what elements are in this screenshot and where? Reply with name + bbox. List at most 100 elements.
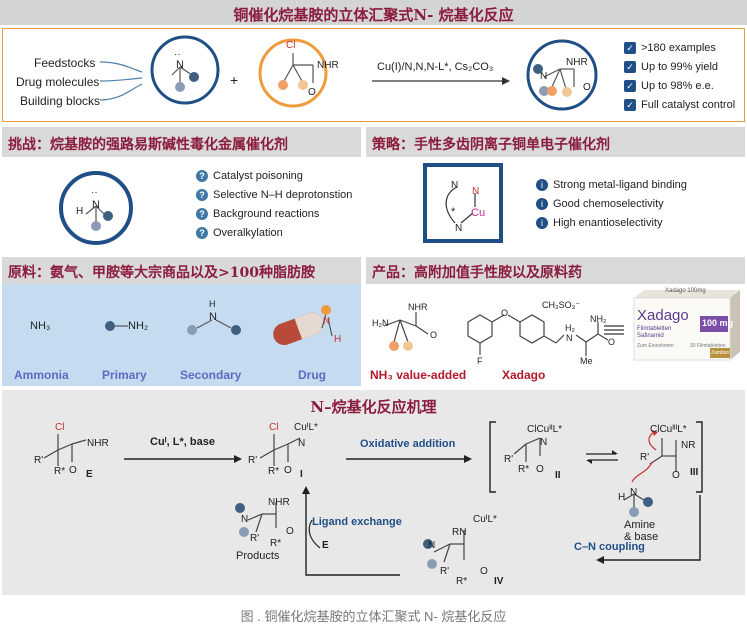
label-secondary: Secondary bbox=[180, 368, 242, 382]
result-yield: ✓Up to 99% yield bbox=[624, 61, 718, 73]
box-sub4: 30 Filmtabletten bbox=[690, 343, 726, 349]
materials-title-bar bbox=[2, 257, 361, 284]
step4-label: C–N coupling bbox=[574, 541, 645, 553]
products-title-bar bbox=[366, 257, 745, 284]
products-label: Products bbox=[236, 550, 280, 562]
label-ammonia: Ammonia bbox=[14, 368, 69, 382]
equivalence-icon bbox=[604, 325, 624, 335]
iv-rn: RN bbox=[452, 527, 467, 538]
secondary-amine-icon bbox=[187, 319, 241, 335]
intermediate-brackets bbox=[489, 421, 703, 493]
catalyst-star: * bbox=[451, 206, 456, 218]
final-product-structure bbox=[235, 502, 277, 537]
products-title: 产品：高附加值手性胺以及原料药 bbox=[372, 265, 582, 281]
question-icon: ? bbox=[196, 227, 208, 239]
e-o: O bbox=[69, 465, 77, 476]
product-n: N bbox=[540, 71, 548, 82]
products-rstar: R* bbox=[270, 538, 282, 549]
primary-amine-icon bbox=[105, 321, 128, 331]
box-sub1: Filmtabletten bbox=[637, 326, 672, 332]
step2-label: Oxidative addition bbox=[360, 438, 456, 450]
result-control: ✓Full catalyst control bbox=[624, 99, 735, 111]
svg-text:H: H bbox=[76, 206, 83, 217]
ii-label: II bbox=[555, 470, 561, 481]
i-nr: N bbox=[298, 438, 306, 449]
amine-reactant-icon: N ·· bbox=[150, 35, 220, 105]
svg-text:··: ·· bbox=[174, 49, 181, 60]
iii-r: R' bbox=[640, 452, 650, 463]
ii-o: O bbox=[536, 464, 544, 475]
products-o: O bbox=[286, 526, 294, 537]
iii-o: O bbox=[672, 470, 680, 481]
figure-caption: 图 . 铜催化烷基胺的立体汇聚式 N- 烷基化反应 bbox=[240, 609, 507, 624]
mechanism-title: N–烷基化反应机理 bbox=[310, 398, 437, 416]
product-nhr: NHR bbox=[566, 57, 588, 68]
product-h2n-label: H₂N bbox=[372, 318, 389, 328]
svg-text:N: N bbox=[92, 199, 100, 211]
box-top-text: Xadago 100mg bbox=[665, 288, 706, 294]
e-cl: Cl bbox=[55, 422, 65, 433]
amine-label-1: Amine bbox=[624, 519, 656, 531]
iii-cu: ClCuᴵᴵᴵL* bbox=[650, 424, 687, 435]
xadago-h2: H₂ bbox=[565, 323, 575, 333]
challenge-title: 挑战：烷基胺的强路易斯碱性毒化金属催化剂 bbox=[8, 137, 288, 153]
compound-iv-structure bbox=[423, 530, 465, 569]
result-ee: ✓Up to 98% e.e. bbox=[624, 80, 714, 92]
check-icon: ✓ bbox=[624, 99, 636, 111]
source-drug-molecules: Drug molecules bbox=[16, 75, 100, 89]
halide-o: O bbox=[308, 87, 316, 98]
source-building-blocks: Building blocks bbox=[20, 94, 101, 108]
iv-r: R' bbox=[440, 566, 450, 577]
i-cu: CuᴵL* bbox=[294, 422, 318, 433]
info-icon: i bbox=[536, 198, 548, 210]
challenge-deprotonation: ?Selective N–H deprotonstion bbox=[196, 189, 352, 201]
amine-label-2: & base bbox=[624, 531, 659, 543]
iv-n: N bbox=[428, 540, 436, 551]
ii-n: N bbox=[540, 437, 548, 448]
box-dose: 100 mg bbox=[702, 318, 734, 328]
question-icon: ? bbox=[196, 208, 208, 220]
step1-label: Cuᴵ, L*, base bbox=[150, 436, 215, 448]
primary-nh2: NH₂ bbox=[128, 320, 149, 332]
strategy-title: 策略：手性多齿阴离子铜单电子催化剂 bbox=[372, 137, 610, 153]
compound-e-structure bbox=[43, 434, 87, 466]
iv-o: O bbox=[480, 566, 488, 577]
compound-i-structure bbox=[259, 434, 301, 466]
label-drug: Drug bbox=[298, 368, 326, 382]
xadago-box-image bbox=[633, 290, 740, 361]
iii-label: III bbox=[690, 467, 699, 478]
product-o-label: O bbox=[430, 330, 438, 340]
step2-arrow bbox=[346, 455, 472, 463]
step3-label: Ligand exchange bbox=[312, 516, 402, 528]
check-icon: ✓ bbox=[624, 42, 636, 54]
reaction-arrow bbox=[372, 77, 510, 85]
chiral-amino-amide-structure bbox=[383, 312, 429, 351]
amine-n: N bbox=[630, 487, 638, 498]
drug-capsule-icon bbox=[273, 305, 333, 346]
challenge-poisoning: ?Catalyst poisoning bbox=[196, 170, 303, 182]
xadago-ch3so3: CH₃SO₃⁻ bbox=[542, 300, 581, 310]
xadago-n-plus: N bbox=[566, 333, 573, 343]
info-icon: i bbox=[536, 217, 548, 229]
e-r: R' bbox=[34, 455, 44, 466]
source-feedstocks: Feedstocks bbox=[34, 56, 96, 70]
strategy-title-bar bbox=[366, 127, 745, 157]
plus-sign: + bbox=[230, 72, 239, 88]
products-n: N bbox=[241, 514, 249, 525]
box-brand: Xadago bbox=[637, 307, 689, 324]
halide-nhr: NHR bbox=[317, 60, 339, 71]
halide-reactant-icon bbox=[258, 38, 328, 108]
question-icon: ? bbox=[196, 189, 208, 201]
label-primary: Primary bbox=[102, 368, 147, 382]
amine-h: H bbox=[618, 492, 626, 503]
e-label: E bbox=[86, 469, 93, 480]
header-bar bbox=[0, 0, 747, 25]
challenge-background: ?Background reactions bbox=[196, 208, 319, 220]
mechanism-panel bbox=[2, 390, 745, 595]
box-sub3: Zum Einnehmen bbox=[637, 343, 674, 349]
